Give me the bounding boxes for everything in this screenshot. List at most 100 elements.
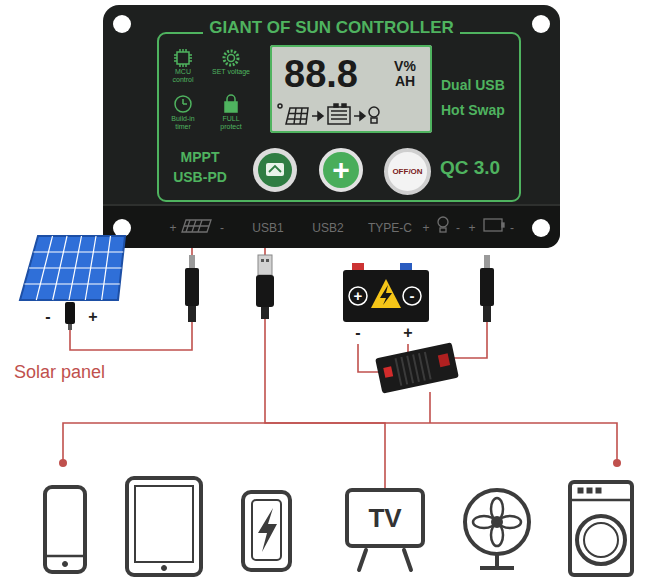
washing-machine-icon-part [578, 488, 583, 493]
label-holder: - [410, 287, 415, 305]
feature-caption: FULL protect [212, 115, 250, 131]
inverter-illustration-part [396, 352, 431, 386]
solar-panel-illustration-part [68, 324, 72, 330]
terminal-label: - [510, 221, 514, 235]
label-holder: Hot Swap [441, 101, 505, 119]
panel-frame [158, 33, 520, 201]
controller-housing-part [103, 204, 560, 206]
terminal-icon-part [440, 228, 446, 232]
fan-icon-part [491, 524, 503, 546]
terminal-icon-part [438, 217, 448, 227]
label-holder: - [220, 218, 224, 236]
lcd-icon-part [371, 118, 377, 123]
washing-machine-icon-part [570, 499, 632, 502]
tv-stand-part [359, 550, 366, 570]
battery-illustration-part [352, 263, 364, 271]
terminal-icon-part [184, 220, 209, 232]
tablet-icon [127, 478, 201, 575]
label-holder: - [45, 308, 50, 326]
text-holder: GIANT OF SUN CONTROLLER [103, 18, 560, 38]
text-holder: TV [349, 492, 421, 544]
controller-body: 88.8V% AH+OFF/ONGIANT OF SUN CONTROLLER [103, 5, 560, 248]
bus-end-dot-part [59, 459, 67, 467]
fan-icon-part [495, 554, 499, 566]
label-holder: MPPT [181, 148, 220, 166]
terminal-label: USB1 [252, 221, 283, 235]
usb-plug-part [261, 307, 269, 319]
fan-icon-part [480, 566, 514, 570]
lcd-icon-part [342, 104, 346, 107]
battery-illustration [343, 263, 429, 322]
fan-icon-part [465, 490, 529, 554]
dc-plug-part [480, 268, 494, 306]
label-holder: + [468, 218, 475, 236]
controller-housing-part [103, 205, 560, 248]
controller-housing-part [103, 5, 560, 248]
text-holder: Solar panel [14, 362, 105, 383]
dc-plug-part [484, 255, 490, 269]
solar-panel-illustration-part [65, 302, 75, 324]
solar-wire-part [70, 330, 142, 350]
lcd-icon-part [354, 115, 361, 117]
battery-polarity: + [354, 287, 363, 304]
battery-wire-part [358, 344, 382, 372]
phone-icon-part [63, 562, 68, 567]
solar-panel-illustration-part-part [25, 283, 120, 284]
mode-button [253, 148, 297, 192]
feature-title: MPPT [181, 149, 220, 165]
mounting-hole-part [532, 219, 550, 237]
label-holder: - [510, 218, 514, 236]
polarity-label: - [355, 324, 360, 342]
polarity-label: + [88, 308, 97, 326]
phone-icon-part [47, 555, 83, 558]
usb-plug-part [258, 255, 272, 275]
label-holder: MCU control [164, 68, 202, 84]
dc-plug [480, 255, 494, 322]
washing-machine-icon-part [577, 516, 625, 564]
controller-title: GIANT OF SUN CONTROLLER [203, 18, 460, 38]
mode-button-part [253, 148, 297, 192]
solar-panel-illustration-part [20, 236, 125, 300]
polarity-label: + [403, 324, 412, 342]
inverter-illustration-part [383, 366, 393, 377]
fan-icon-part [493, 518, 501, 526]
label-holder: USB2 [312, 218, 343, 236]
solar-panel-illustration-part-part [69, 236, 82, 300]
feature-icon-part [227, 95, 235, 102]
power-button: OFF/ON [384, 148, 431, 195]
load-bus-wire [63, 392, 617, 463]
solar-panel-illustration [20, 236, 125, 330]
solar-panel: Solar panel [10, 230, 142, 392]
label-holder: + [169, 218, 176, 236]
tv-stand [359, 550, 411, 570]
lcd-icon-part [312, 115, 319, 117]
solar-panel-illustration-part-part [53, 236, 67, 300]
lcd-icon-part [369, 107, 379, 117]
feature-icon-part [225, 102, 237, 112]
battery-illustration-part [343, 270, 429, 322]
tablet-icon-part [135, 486, 193, 562]
wire-connector [265, 248, 385, 488]
label-holder: SET voltage [212, 68, 250, 76]
terminal-label: + [169, 221, 176, 235]
label-holder: USB1 [252, 218, 283, 236]
battery-illustration-part [403, 287, 421, 305]
battery-illustration-part [371, 279, 401, 308]
solar-panel-illustration-part-part [85, 236, 96, 300]
battery-polarity: - [410, 287, 415, 304]
feature-title: Dual USB [441, 77, 505, 93]
mounting-hole-part [113, 15, 131, 33]
washing-machine-icon-part [584, 523, 618, 557]
terminal-label: - [220, 221, 224, 235]
label-holder: + [422, 218, 429, 236]
washing-machine-icon-part [570, 482, 632, 575]
terminal-label: + [468, 221, 475, 235]
fan-icon-part [491, 498, 503, 520]
terminal-icon-part [182, 220, 211, 232]
tablet-icon-part [162, 566, 167, 571]
usb-plug-part [256, 275, 274, 307]
lcd-icon-part [328, 107, 350, 124]
mounting-hole-part [113, 219, 131, 237]
washing-machine-icon-part [596, 488, 601, 493]
